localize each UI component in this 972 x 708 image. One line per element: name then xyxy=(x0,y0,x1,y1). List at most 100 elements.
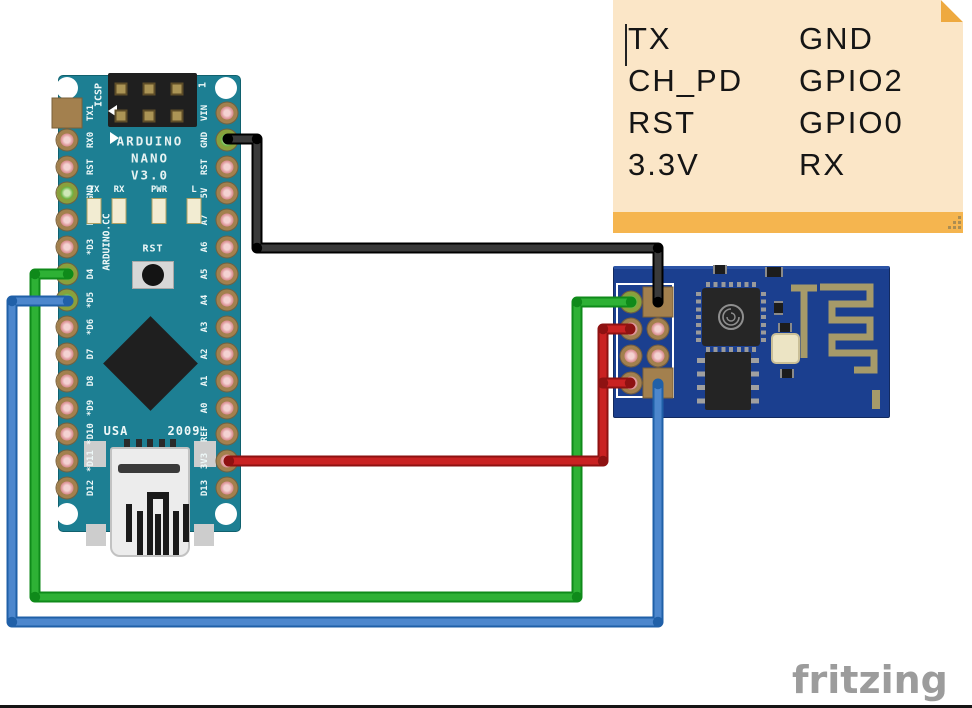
nano-pin-label: *D11 xyxy=(86,450,96,472)
esp-pin[interactable] xyxy=(620,372,642,394)
led-label: RX xyxy=(113,185,125,195)
nano-pin-label: RX0 xyxy=(86,131,96,148)
led-TX xyxy=(86,198,102,224)
esp-pin[interactable] xyxy=(647,318,669,340)
wire-bendpoint[interactable] xyxy=(597,323,609,335)
nano-pin-D13[interactable] xyxy=(216,477,238,499)
power-wire[interactable] xyxy=(223,323,636,467)
nano-pin-GND[interactable] xyxy=(216,129,238,151)
wire-bendpoint[interactable] xyxy=(652,242,664,254)
wire-bendpoint[interactable] xyxy=(6,295,18,307)
note-text-right: RX xyxy=(799,147,847,182)
smd-component xyxy=(774,301,783,315)
nano-pin-D10[interactable] xyxy=(56,423,78,445)
mounting-hole xyxy=(56,503,78,525)
nano-pin-5V[interactable] xyxy=(216,182,238,204)
nano-pin-D9[interactable] xyxy=(56,397,78,419)
wire-bendpoint[interactable] xyxy=(652,616,664,628)
nano-pin-label: A4 xyxy=(200,295,210,306)
year-label: 2009 xyxy=(167,424,201,438)
sticky-note[interactable] xyxy=(613,0,963,233)
usb-glyph xyxy=(183,504,189,542)
nano-pin-VIN[interactable] xyxy=(216,102,238,124)
note-text-right: GPIO0 xyxy=(799,105,904,140)
nano-pin-3V3[interactable] xyxy=(216,450,238,472)
nano-pin-D3[interactable] xyxy=(56,236,78,258)
nano-pin-REF[interactable] xyxy=(216,423,238,445)
usb-solder-tab xyxy=(194,524,214,546)
icsp-pad[interactable] xyxy=(170,109,184,123)
esp-pin[interactable] xyxy=(643,287,673,317)
led-PWR xyxy=(151,198,167,224)
esp-pin[interactable] xyxy=(620,345,642,367)
gnd-wire[interactable] xyxy=(222,133,664,308)
nano-pin-D12[interactable] xyxy=(56,477,78,499)
nano-pin-RST[interactable] xyxy=(56,156,78,178)
wire-bendpoint[interactable] xyxy=(597,377,609,389)
icsp-pad[interactable] xyxy=(142,82,156,96)
wire-bendpoint[interactable] xyxy=(29,268,41,280)
note-text-right: GPIO2 xyxy=(799,63,904,98)
nano-pin-D7[interactable] xyxy=(56,343,78,365)
nano-pin-A5[interactable] xyxy=(216,263,238,285)
nano-pin-D6[interactable] xyxy=(56,316,78,338)
wire-bendpoint[interactable] xyxy=(597,455,609,467)
usb-glyph xyxy=(147,499,153,555)
icsp-pad[interactable] xyxy=(114,82,128,96)
nano-pin-label: VIN xyxy=(200,104,210,122)
crystal-oscillator xyxy=(771,333,800,364)
text-cursor xyxy=(625,24,627,66)
nano-pin-D11[interactable] xyxy=(56,450,78,472)
esp-pin[interactable] xyxy=(620,291,642,313)
nano-pin-GND[interactable] xyxy=(56,182,78,204)
note-resize-grip-icon[interactable] xyxy=(948,216,951,219)
wire-bendpoint[interactable] xyxy=(251,242,263,254)
chip-leads xyxy=(706,282,756,287)
smd-component xyxy=(713,265,727,274)
nano-pin-label: RST xyxy=(200,158,210,175)
wire-bendpoint[interactable] xyxy=(6,616,18,628)
nano-pin-RX0[interactable] xyxy=(56,129,78,151)
nano-pin-A2[interactable] xyxy=(216,343,238,365)
icsp-pad[interactable] xyxy=(114,109,128,123)
esp-pin[interactable] xyxy=(620,318,642,340)
chip-leads xyxy=(697,358,705,405)
led-label: TX xyxy=(88,185,100,195)
note-text-right: GND xyxy=(799,21,874,56)
usb-glyph xyxy=(173,511,179,555)
nano-pin-D4[interactable] xyxy=(56,263,78,285)
smd-component xyxy=(778,323,792,332)
nano-pin-A7[interactable] xyxy=(216,209,238,231)
wire-bendpoint[interactable] xyxy=(571,296,583,308)
nano-pin-D2[interactable] xyxy=(56,209,78,231)
nano-pin-TX1[interactable] xyxy=(52,98,82,128)
nano-pin-RST[interactable] xyxy=(216,156,238,178)
esp8266-chip xyxy=(702,288,760,346)
pin1-marker: 1 xyxy=(197,81,209,89)
board-title-line2: NANO xyxy=(130,150,170,166)
nano-pin-label: A7 xyxy=(200,214,210,226)
esp-pin[interactable] xyxy=(647,345,669,367)
wire-bendpoint[interactable] xyxy=(571,591,583,603)
wire-bendpoint[interactable] xyxy=(29,591,41,603)
nano-pin-A4[interactable] xyxy=(216,289,238,311)
note-text-left: RST xyxy=(628,105,696,140)
sticky-note-title-bar[interactable] xyxy=(613,212,963,233)
note-text-left: CH_PD xyxy=(628,63,744,98)
nano-pin-A0[interactable] xyxy=(216,397,238,419)
nano-pin-A6[interactable] xyxy=(216,236,238,258)
nano-pin-A3[interactable] xyxy=(216,316,238,338)
nano-pin-label: *D5 xyxy=(86,292,96,309)
nano-pin-D8[interactable] xyxy=(56,370,78,392)
wire-bendpoint[interactable] xyxy=(251,133,263,145)
nano-pin-D5[interactable] xyxy=(56,289,78,311)
nano-pin-label: *D6 xyxy=(86,319,96,336)
nano-pin-label: A3 xyxy=(200,321,210,333)
esp-pin[interactable] xyxy=(643,368,673,398)
nano-pin-A1[interactable] xyxy=(216,370,238,392)
usb-solder-tab xyxy=(86,524,106,546)
board-title-line1: ARDUINO xyxy=(116,133,184,149)
led-RX xyxy=(111,198,127,224)
icsp-pad[interactable] xyxy=(142,109,156,123)
icsp-pad[interactable] xyxy=(170,82,184,96)
